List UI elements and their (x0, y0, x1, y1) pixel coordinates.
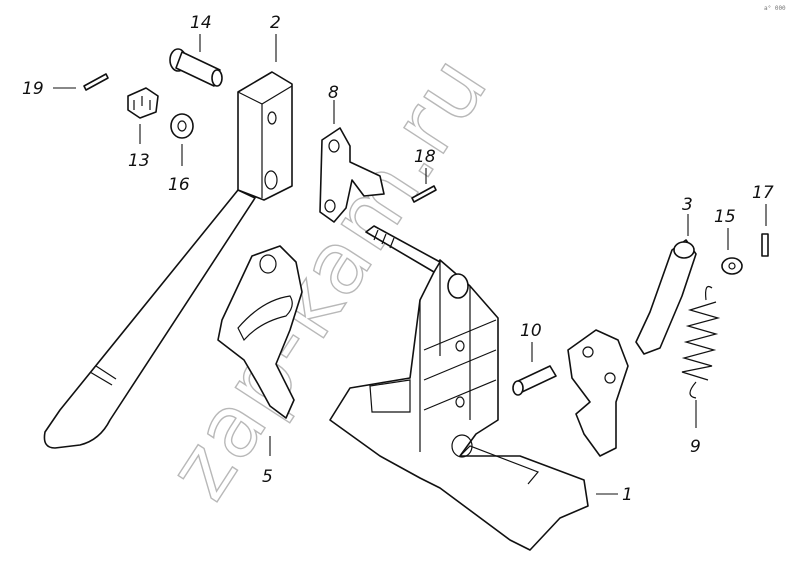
part-1-base-bracket (329, 225, 589, 551)
label-9: 9 (690, 437, 701, 457)
leader-lines (53, 34, 767, 495)
part-3-shaft-lever (567, 239, 697, 457)
label-19: 19 (22, 79, 44, 99)
label-2: 2 (270, 13, 281, 33)
corner-code: a° 000 (764, 5, 786, 12)
part-17-pin (761, 233, 769, 257)
label-1: 1 (622, 485, 633, 505)
part-8-bracket (319, 127, 385, 223)
label-8: 8 (328, 83, 339, 103)
label-17: 17 (752, 183, 774, 203)
label-15: 15 (714, 207, 736, 227)
label-18: 18 (414, 147, 436, 167)
part-16-washer (170, 113, 194, 139)
label-10: 10 (520, 321, 542, 341)
label-16: 16 (168, 175, 190, 195)
label-5: 5 (262, 467, 273, 487)
part-14-pin (169, 48, 223, 87)
part-number-labels: 19 14 2 8 18 13 16 3 15 17 10 5 9 1 (22, 13, 774, 505)
part-2-lever (43, 71, 293, 449)
part-5-latch-plate (217, 245, 303, 419)
part-13-nut (127, 87, 159, 119)
label-13: 13 (128, 151, 150, 171)
part-15-washer (721, 257, 743, 275)
part-9-spring (681, 285, 721, 399)
label-3: 3 (682, 195, 693, 215)
part-18-pin (411, 185, 437, 203)
part-19-cotter (83, 73, 109, 91)
part-10-pin (512, 365, 557, 396)
label-14: 14 (190, 13, 212, 33)
